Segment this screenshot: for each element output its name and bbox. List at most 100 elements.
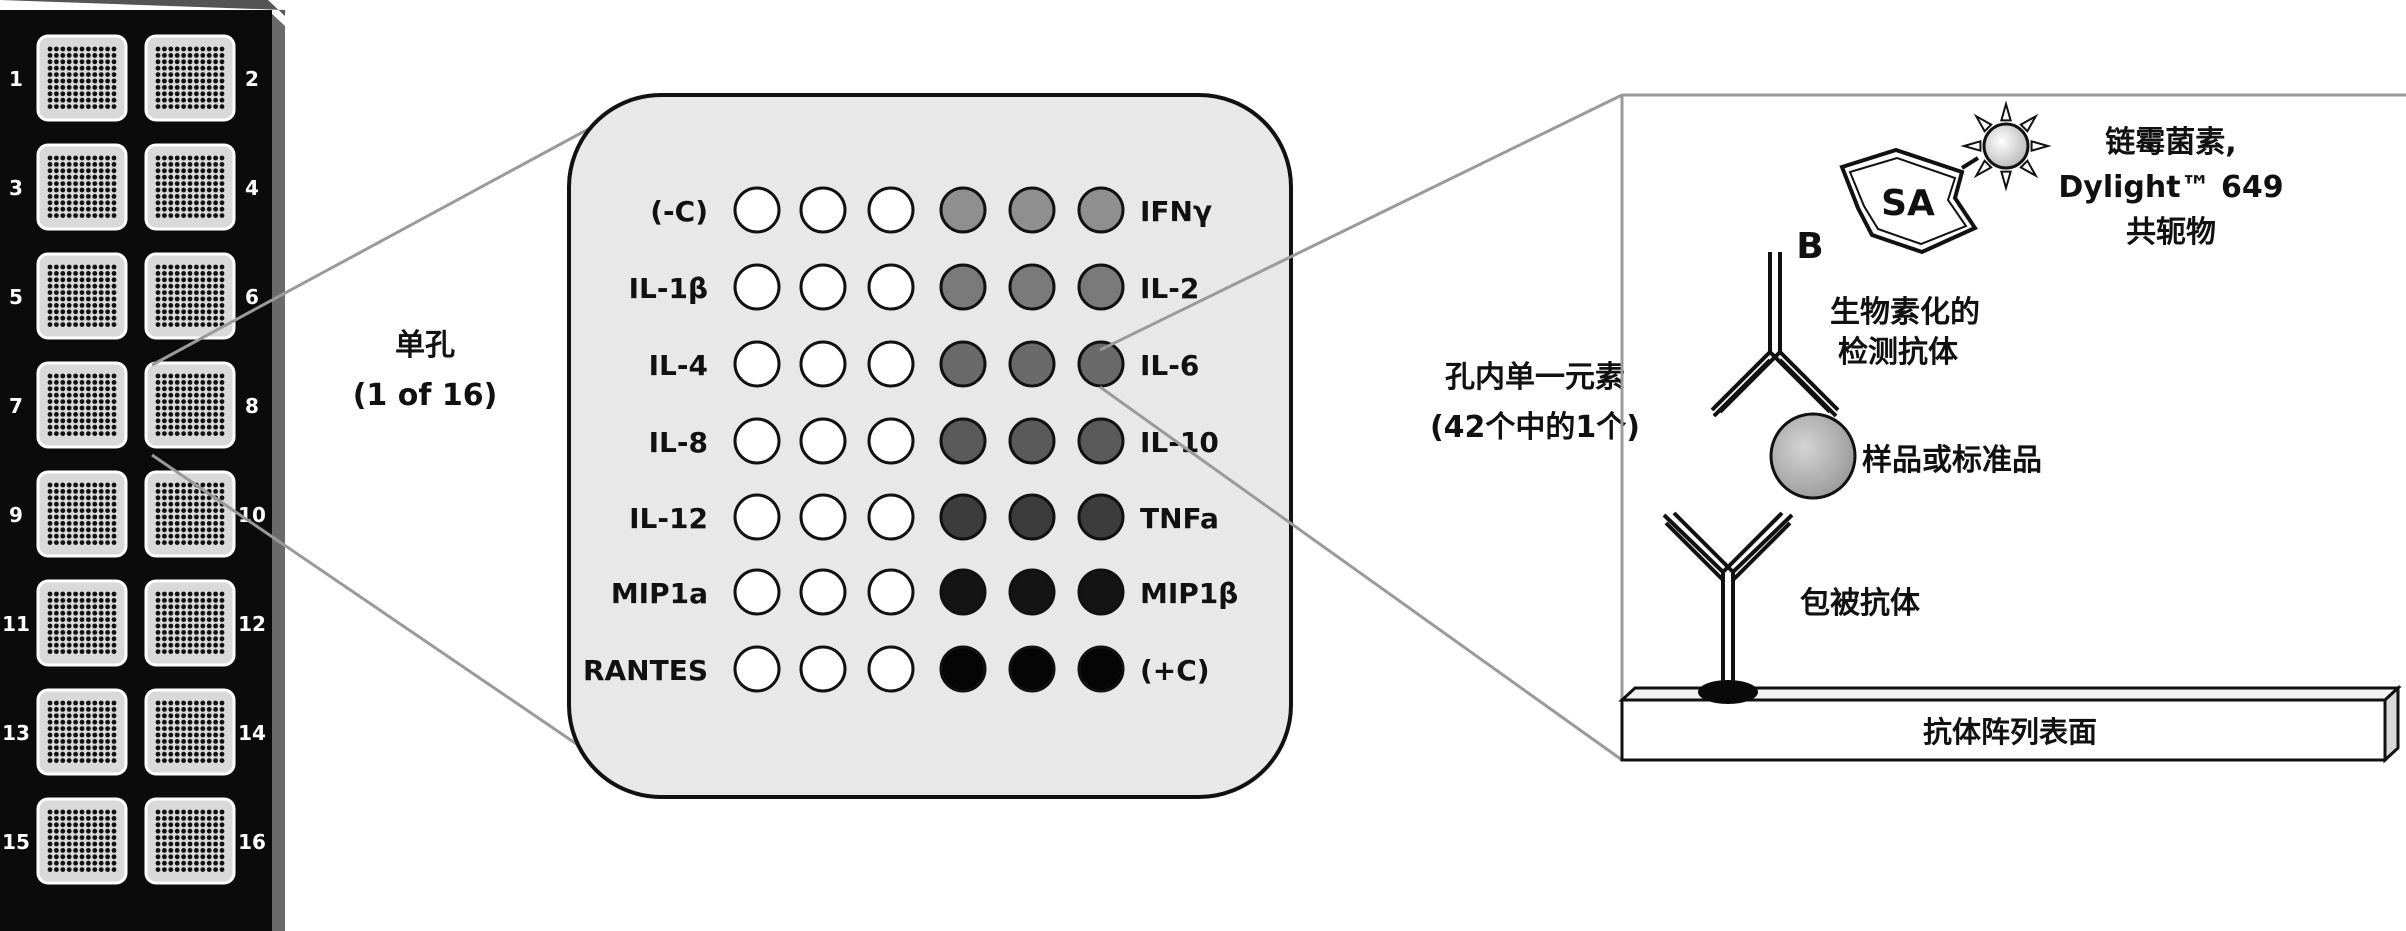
array-spot-empty: [735, 342, 779, 386]
detection-label-line2: 检测抗体: [1838, 335, 1959, 370]
array-spot-positive: [1010, 265, 1054, 309]
well-number: 15: [2, 830, 30, 854]
array-spot-positive: [1079, 419, 1123, 463]
array-left-label: IL-8: [649, 426, 708, 459]
fluorophore-sun-icon: [1964, 104, 2048, 188]
array-right-label: (+C): [1140, 654, 1210, 687]
sample-icon: [1771, 414, 1855, 498]
array-spot-empty: [869, 188, 913, 232]
array-spot-empty: [735, 570, 779, 614]
array-spot-empty: [801, 647, 845, 691]
well-number: 5: [9, 285, 23, 309]
well-number: 1: [9, 67, 23, 91]
well-15: [38, 799, 126, 883]
array-spot-positive: [941, 188, 985, 232]
biotin-label: B: [1796, 226, 1823, 267]
well-number: 13: [2, 721, 30, 745]
array-left-label: RANTES: [583, 654, 708, 687]
surface-label: 抗体阵列表面: [1923, 715, 2097, 749]
array-right-label: IL-2: [1140, 272, 1199, 305]
array-spot-empty: [735, 265, 779, 309]
array-spot-empty: [801, 570, 845, 614]
element-count: (42个中的1个): [1430, 410, 1640, 445]
well-6: [146, 254, 234, 338]
array-spot-empty: [801, 419, 845, 463]
capture-label: 包被抗体: [1800, 586, 1921, 621]
well-12: [146, 581, 234, 665]
array-spot-positive: [1079, 570, 1123, 614]
element-label: 孔内单一元素: [1445, 360, 1625, 395]
well-13: [38, 690, 126, 774]
well-number: 11: [2, 612, 30, 636]
array-spot-positive: [1079, 647, 1123, 691]
well-number: 12: [238, 612, 266, 636]
well-number: 7: [9, 394, 23, 418]
well-7: [38, 363, 126, 447]
array-spot-empty: [869, 647, 913, 691]
array-spot-empty: [869, 419, 913, 463]
array-spot-empty: [801, 265, 845, 309]
array-right-label: MIP1β: [1140, 577, 1238, 610]
well-9: [38, 472, 126, 556]
well-number: 3: [9, 176, 23, 200]
array-spot-positive: [1010, 342, 1054, 386]
well-10: [146, 472, 234, 556]
well-number: 16: [238, 830, 266, 854]
array-spot-positive: [1010, 188, 1054, 232]
conjugate-label-line3: 共轭物: [2126, 215, 2216, 250]
well-number: 8: [245, 394, 259, 418]
array-right-label: TNFa: [1140, 502, 1219, 535]
array-spot-positive: [941, 342, 985, 386]
array-left-label: IL-12: [629, 502, 708, 535]
array-spot-empty: [869, 265, 913, 309]
array-left-label: MIP1a: [611, 577, 708, 610]
array-left-label: IL-4: [649, 349, 708, 382]
array-spot-positive: [1079, 188, 1123, 232]
well-1: [38, 36, 126, 120]
detection-antibody-icon: [1712, 252, 1838, 416]
array-spot-positive: [941, 647, 985, 691]
array-spot-positive: [1010, 495, 1054, 539]
well-14: [146, 690, 234, 774]
array-spot-positive: [941, 495, 985, 539]
well-16: [146, 799, 234, 883]
array-spot-empty: [735, 647, 779, 691]
array-spot-positive: [941, 570, 985, 614]
array-right-label: IL-6: [1140, 349, 1199, 382]
conjugate-label-line1: 链霉菌素,: [2105, 125, 2236, 160]
well-3: [38, 145, 126, 229]
array-spot-empty: [869, 570, 913, 614]
well-2: [146, 36, 234, 120]
array-spot-positive: [941, 265, 985, 309]
well-number: 14: [238, 721, 266, 745]
array-spot-empty: [869, 342, 913, 386]
array-spot-empty: [801, 188, 845, 232]
well-number: 6: [245, 285, 259, 309]
well-number: 2: [245, 67, 259, 91]
array-spot-positive: [941, 419, 985, 463]
well-number: 4: [245, 176, 259, 200]
well-8: [146, 363, 234, 447]
detection-label-line1: 生物素化的: [1830, 295, 1980, 330]
array-spot-empty: [735, 495, 779, 539]
array-spot-positive: [1010, 647, 1054, 691]
array-spot-empty: [735, 419, 779, 463]
single-well-count: (1 of 16): [353, 378, 498, 413]
array-spot-positive: [1079, 495, 1123, 539]
assay-panel: 抗体阵列表面 包被抗体 样品或标准品: [1622, 95, 2406, 760]
array-spot-positive: [1010, 419, 1054, 463]
array-spot-positive: [1079, 265, 1123, 309]
array-left-label: (-C): [650, 195, 708, 228]
array-spot-empty: [735, 188, 779, 232]
array-spot-positive: [1010, 570, 1054, 614]
array-spot-empty: [869, 495, 913, 539]
well-5: [38, 254, 126, 338]
well-4: [146, 145, 234, 229]
well-11: [38, 581, 126, 665]
capture-antibody-icon: [1664, 513, 1792, 682]
anchor-dot: [1698, 680, 1758, 704]
sample-label: 样品或标准品: [1862, 443, 2042, 478]
array-left-label: IL-1β: [629, 272, 708, 305]
